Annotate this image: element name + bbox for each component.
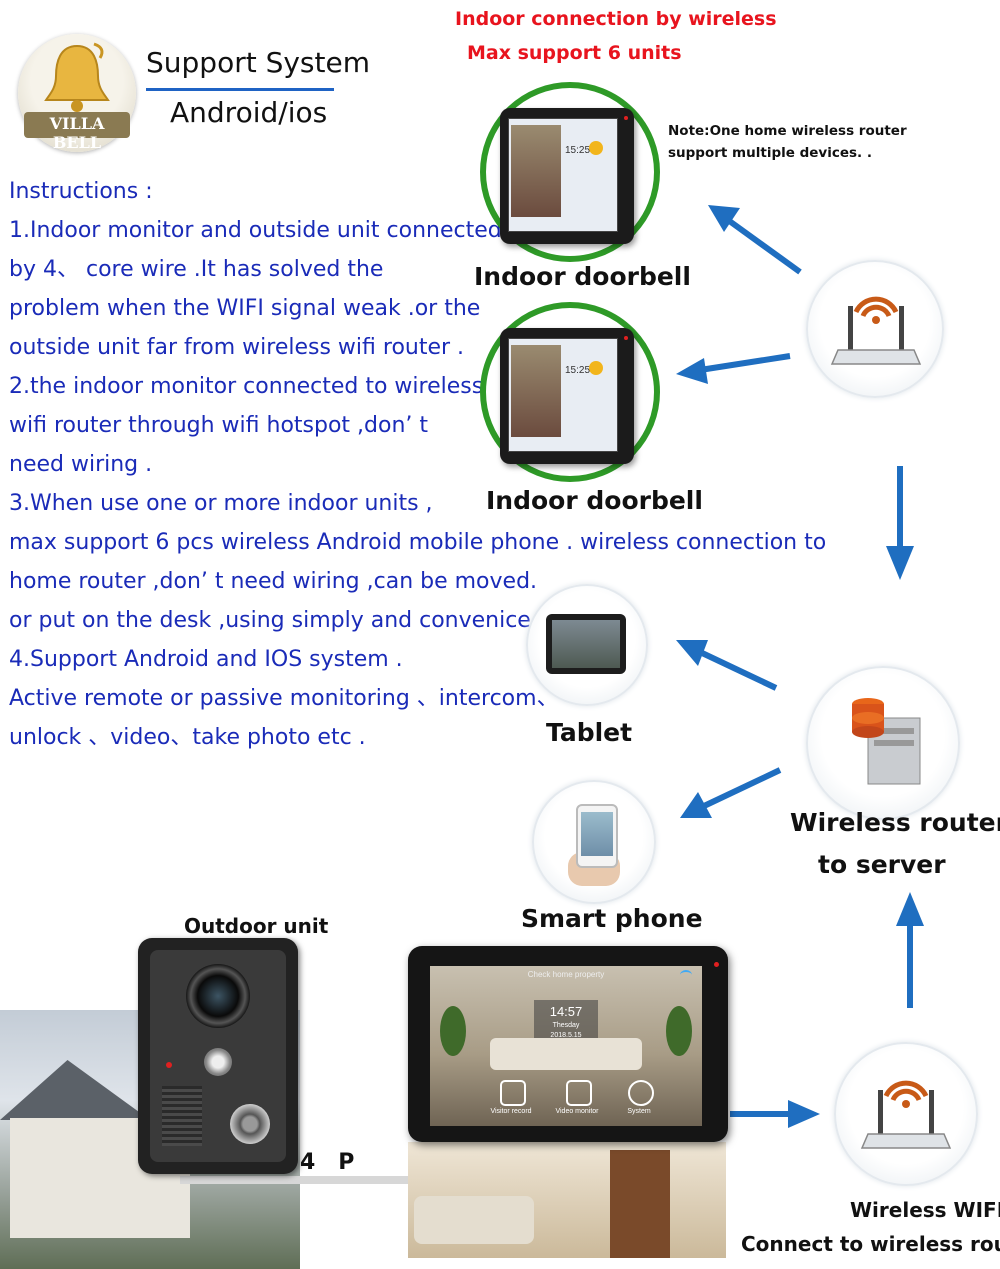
instruction-line: Instructions : <box>9 179 153 204</box>
clock-day: Thesday <box>552 1022 580 1029</box>
label-connect-router: Connect to wireless router <box>741 1232 1000 1256</box>
support-os: Android/ios <box>170 96 328 129</box>
system-icon[interactable] <box>628 1080 654 1106</box>
instruction-line: home router ,don’ t need wiring ,can be … <box>9 569 538 594</box>
label-wireless-wifi: Wireless WIFI <box>850 1198 1000 1222</box>
screen-sofa <box>490 1038 642 1070</box>
instruction-line: 3.When use one or more indoor units , <box>9 491 433 516</box>
label-4p: 4 P <box>300 1150 355 1175</box>
instruction-line: need wiring . <box>9 452 153 477</box>
plant-left <box>440 1006 466 1056</box>
plant-right <box>666 1006 692 1056</box>
label-indoor-doorbell-1: Indoor doorbell <box>474 262 691 291</box>
note-text: Note:One home wireless router support mu… <box>668 120 907 164</box>
outdoor-unit <box>138 938 298 1174</box>
wireless-heading-2: Max support 6 units <box>467 42 682 64</box>
router-circle-top <box>806 260 944 398</box>
power-led <box>624 336 628 340</box>
instruction-line: outside unit far from wireless wifi rout… <box>9 335 465 360</box>
bell-icon <box>44 42 110 112</box>
wifi-icon <box>680 970 692 980</box>
instruction-line: max support 6 pcs wireless Android mobil… <box>9 530 827 555</box>
screen-top-text: Check home property <box>527 970 605 979</box>
instruction-line: unlock 、video、take photo etc . <box>9 725 366 750</box>
night-light-icon <box>204 1048 232 1076</box>
instruction-line: wifi router through wifi hotspot ,don’ t <box>9 413 429 438</box>
tablet-screen <box>552 620 620 668</box>
led-indicator <box>166 1062 172 1068</box>
menu-label-visitor-record: Visitor record <box>490 1108 532 1115</box>
support-title: Support System <box>146 46 370 79</box>
label-router-server-1: Wireless router <box>790 808 1000 837</box>
clock-date: 2018.5.15 <box>550 1032 582 1039</box>
villa-bell-logo: VILLA BELL <box>18 34 136 152</box>
monitor-time: 15:25 <box>565 145 591 156</box>
monitor-screen: 15:25 <box>508 338 618 452</box>
logo-banner <box>24 112 130 138</box>
visitor-record-icon[interactable] <box>500 1080 526 1106</box>
menu-label-video-monitor: Video monitor <box>555 1108 599 1115</box>
monitor-screen: 15:25 <box>508 118 618 232</box>
speaker-grille <box>162 1086 202 1146</box>
big-monitor: Check home property 14:57 Thesday 2018.5… <box>408 946 728 1142</box>
router-circle-bottom <box>834 1042 978 1186</box>
instruction-line: 1.Indoor monitor and outside unit connec… <box>9 218 502 243</box>
power-led <box>624 116 628 120</box>
instruction-line: Active remote or passive monitoring 、int… <box>9 686 559 711</box>
label-smart-phone: Smart phone <box>521 904 703 933</box>
clock-panel <box>534 1000 598 1044</box>
clock-time: 14:57 <box>549 1004 583 1019</box>
instruction-line: problem when the WIFI signal weak .or th… <box>9 296 481 321</box>
instruction-line: or put on the desk ,using simply and con… <box>9 608 545 633</box>
monitor-time: 15:25 <box>565 365 591 376</box>
note-line-2: support multiple devices. . <box>668 145 872 161</box>
label-outdoor-unit: Outdoor unit <box>184 914 329 938</box>
room-door <box>610 1150 670 1258</box>
instructions-block: Instructions : 1.Indoor monitor and outs… <box>9 172 826 757</box>
indoor-monitor-2: 15:25 <box>500 328 634 464</box>
tablet-device <box>546 614 626 674</box>
phone-device <box>576 804 618 868</box>
visitor-image <box>511 345 561 437</box>
wireless-heading-1: Indoor connection by wireless <box>455 8 777 30</box>
smartphone-circle <box>532 780 656 904</box>
camera-lens <box>186 964 250 1028</box>
instruction-line: by 4、 core wire .It has solved the <box>9 257 384 282</box>
router-icon <box>830 296 922 365</box>
label-tablet: Tablet <box>546 718 633 747</box>
video-monitor-icon[interactable] <box>566 1080 592 1106</box>
power-led <box>714 962 719 967</box>
phone-screen <box>581 812 613 856</box>
server-circle <box>806 666 960 820</box>
room-sofa <box>414 1196 534 1244</box>
instruction-line: 2.the indoor monitor connected to wirele… <box>9 374 484 399</box>
instruction-line: 4.Support Android and IOS system . <box>9 647 403 672</box>
cable <box>180 1176 410 1184</box>
tablet-circle <box>526 584 648 706</box>
note-line-1: Note:One home wireless router <box>668 123 907 139</box>
weather-icon <box>589 141 603 155</box>
router-icon <box>860 1080 952 1149</box>
server-icon <box>852 698 921 785</box>
big-monitor-screen: Check home property 14:57 Thesday 2018.5… <box>430 966 702 1126</box>
call-button[interactable] <box>230 1104 270 1144</box>
title-divider <box>146 88 334 91</box>
label-router-server-2: to server <box>818 850 946 879</box>
visitor-image <box>511 125 561 217</box>
label-indoor-doorbell-2: Indoor doorbell <box>486 486 703 515</box>
indoor-monitor-1: 15:25 <box>500 108 634 244</box>
logo-text: VILLA BELL <box>49 114 105 152</box>
weather-icon <box>589 361 603 375</box>
menu-label-system: System <box>627 1108 651 1115</box>
